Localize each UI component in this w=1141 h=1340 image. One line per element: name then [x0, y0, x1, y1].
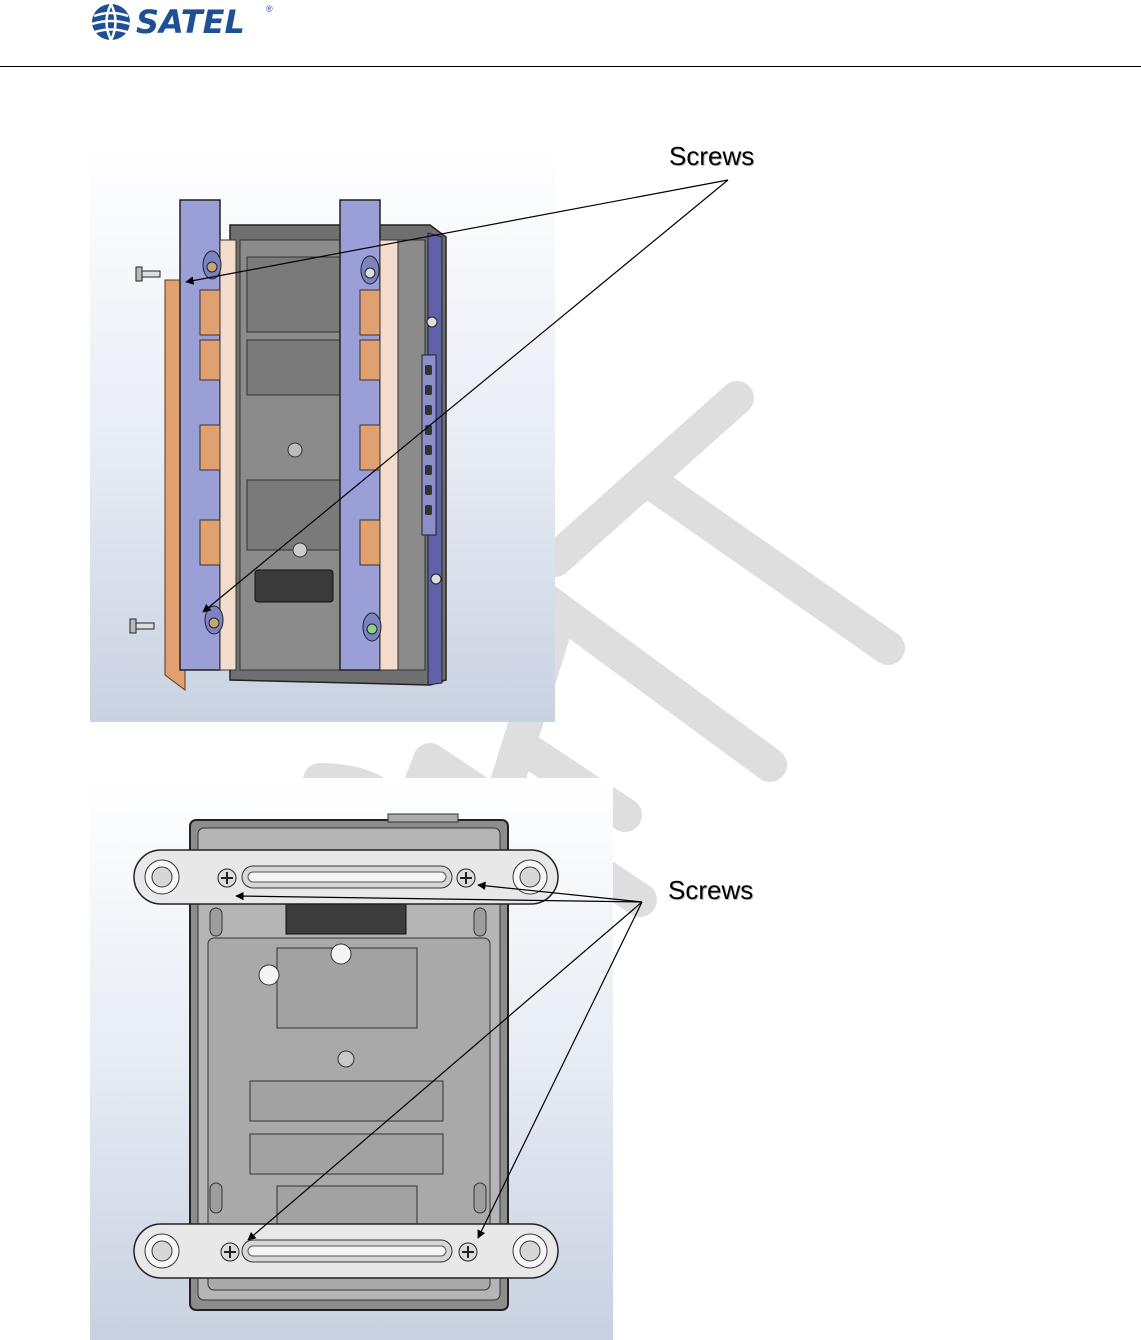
registered-mark: ® — [266, 4, 273, 14]
radio-side-view-drawing — [90, 145, 555, 722]
screws-callout-label: Screws — [669, 141, 754, 172]
rear-view-figure — [90, 778, 613, 1340]
right-mounting-bracket — [340, 200, 398, 670]
globe-icon — [90, 2, 132, 42]
bottom-mounting-bar — [134, 1224, 558, 1278]
radio-rear-view-drawing — [90, 778, 613, 1340]
page-header: SATEL ® — [0, 0, 1141, 70]
loose-screw-icon — [130, 619, 154, 633]
loose-screw-icon — [136, 267, 160, 281]
top-mounting-bar — [134, 850, 558, 904]
satel-logo: SATEL ® — [90, 2, 290, 42]
logo-wordmark: SATEL — [136, 3, 245, 41]
screw-icon — [218, 869, 236, 887]
header-rule — [0, 66, 1141, 67]
screw-icon — [457, 869, 475, 887]
side-view-figure — [90, 145, 555, 722]
left-mounting-bracket — [165, 200, 236, 690]
screws-callout-label: Screws — [668, 875, 753, 906]
screw-icon — [459, 1243, 477, 1261]
screw-icon — [221, 1243, 239, 1261]
radio-housing — [230, 225, 446, 685]
